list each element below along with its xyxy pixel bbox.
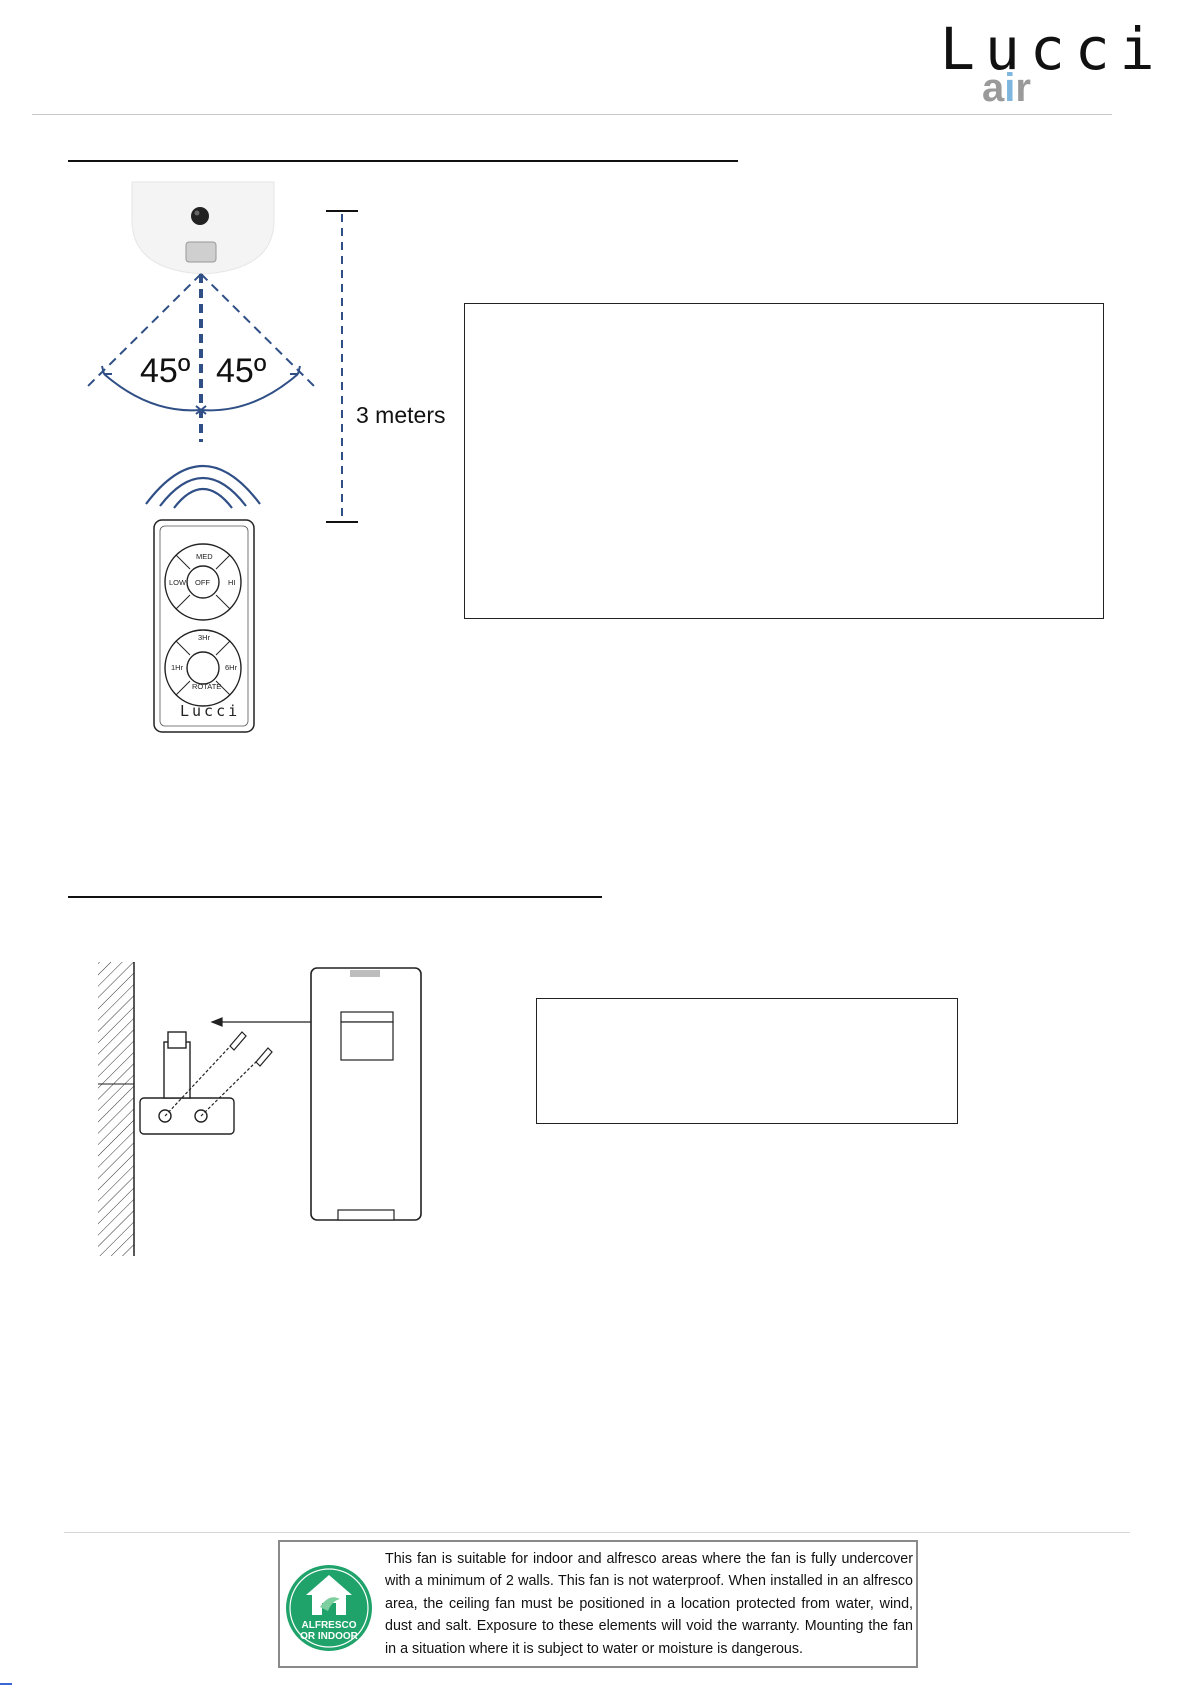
badge-line-2: OR INDOOR (300, 1631, 359, 1642)
signal-waves (145, 465, 261, 509)
brand-sub-r: r (1015, 66, 1031, 110)
header-divider (32, 114, 1112, 115)
angle-right-label: 45º (216, 352, 266, 390)
badge-line-1: ALFRESCO (302, 1620, 357, 1631)
remote-off-label: OFF (195, 578, 210, 587)
remote-med-label: MED (196, 552, 213, 561)
remote-back-illustration (310, 967, 422, 1221)
fan-receiver-illustration (131, 181, 275, 275)
alfresco-notice-box (278, 1540, 918, 1668)
distance-dimension (326, 210, 358, 523)
remote-1hr-label: 1Hr (171, 663, 184, 672)
remote-range-diagram: 45º 45º 3 meters MED OFF LOW HI 3Hr 1Hr … (85, 181, 445, 733)
slide-arrow (210, 1017, 316, 1027)
page-edge-marker (0, 1683, 12, 1685)
remote-brand-label: Lucci (180, 702, 240, 720)
remote-rotate-label: ROTATE (192, 682, 221, 691)
mounting-screws (164, 1031, 273, 1117)
mount-note-box (536, 998, 958, 1124)
wall-hatch (98, 962, 135, 1256)
remote-hi-label: HI (228, 578, 236, 587)
remote-3hr-label: 3Hr (198, 633, 211, 642)
wall-mount-diagram (98, 962, 422, 1256)
range-note-box (464, 303, 1104, 619)
angle-left-label: 45º (140, 352, 190, 390)
alfresco-or-indoor-badge-icon: ALFRESCO OR INDOOR (286, 1565, 372, 1651)
section-heading-rule (68, 896, 602, 898)
brand-logo-sub: air (982, 66, 1031, 110)
remote-low-label: LOW (169, 578, 187, 587)
brand-logo-wordmark: Lucci (940, 15, 1165, 83)
distance-label: 3 meters (356, 402, 445, 428)
signal-cone (85, 273, 317, 442)
alfresco-notice-text: This fan is suitable for indoor and alfr… (385, 1551, 913, 1657)
brand-sub-i: i (1004, 66, 1016, 110)
remote-6hr-label: 6Hr (225, 663, 238, 672)
remote-control-illustration (153, 519, 255, 733)
brand-sub-a: a (982, 66, 1005, 110)
section-heading-rule (68, 160, 738, 162)
footer-divider (64, 1532, 1130, 1533)
wall-bracket (139, 1031, 235, 1135)
